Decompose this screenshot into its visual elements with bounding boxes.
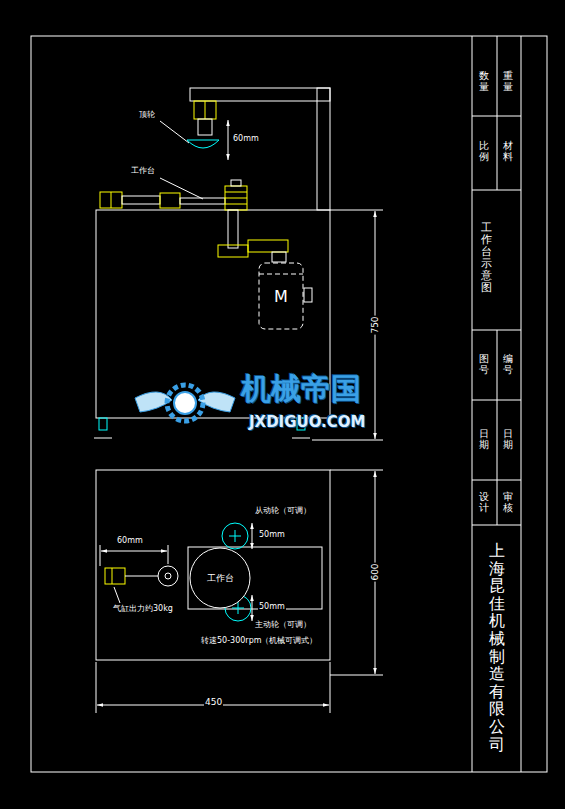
dimension: 600 [370,562,380,581]
title-cell: 编号 [503,353,513,375]
dimension: 50mm [258,530,286,539]
part-name: 工作台 [130,166,156,175]
title-cell: 日期 [479,428,489,450]
watermark-logo [135,385,235,421]
workbench-circle: 工作台 [189,547,251,609]
company-name: 上海昆佳机械制造有限公司 [489,542,505,753]
watermark: JXDIGUO.COM [248,414,366,431]
title-cell: 设计 [479,491,489,513]
watermark: 机械帝国 [240,372,362,407]
dimension: 750 [370,315,380,334]
top-view [96,470,383,713]
part-name: 顶轮 [138,110,156,119]
title-cell: 审核 [503,491,513,513]
dimension: 60mm [116,536,144,545]
part-name: 主动轮（可调） [254,620,312,629]
side-view [94,88,383,440]
node-text: 工作台 [207,572,234,585]
title-cell: 图号 [479,353,489,375]
dimension: 60mm [232,134,260,143]
dimension: 50mm [258,602,286,611]
title-cell: 比例 [479,140,489,162]
title-cell: 材料 [503,140,513,162]
part-name: 从动轮（可调） [254,506,312,515]
note: 转速50-300rpm（机械可调式） [200,636,319,645]
title-block [31,36,547,772]
dimension: 450 [204,697,223,707]
note: 气缸出力约30kg [112,604,174,613]
motor-box: M [258,262,304,330]
title-cell: 日期 [503,428,513,450]
node-text: M [274,287,288,306]
title-cell: 重量 [503,70,513,92]
title-cell: 数量 [479,70,489,92]
drawing-title: 工作台示意图 [481,222,492,295]
